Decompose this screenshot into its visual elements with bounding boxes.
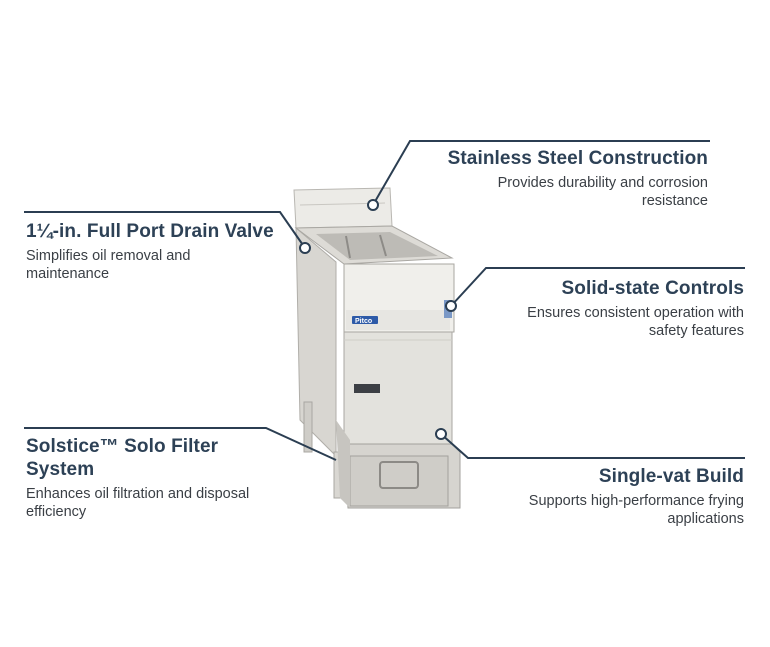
vat-title: Single-vat Build — [598, 466, 744, 487]
filter-title: Solstice™ Solo Filter System — [26, 436, 219, 480]
controls-marker-dot — [445, 300, 457, 312]
callout-stainless-steel: Stainless Steel Construction Provides du… — [420, 147, 708, 210]
drain-marker-dot — [299, 242, 311, 254]
drain-title: 1¼-in. Full Port Drain Valve — [26, 221, 274, 242]
controls-title: Solid-state Controls — [561, 278, 744, 299]
stainless-marker-dot — [367, 199, 379, 211]
filter-connector-line — [24, 427, 337, 461]
drain-description: Simplifies oil removal and maintenance — [26, 248, 191, 282]
controls-connector-line — [450, 267, 745, 307]
vat-marker-dot — [435, 428, 447, 440]
callout-drain-valve: 1¼-in. Full Port Drain Valve Simplifies … — [26, 220, 276, 283]
callout-filter-system: Solstice™ Solo Filter System Enhances oi… — [26, 435, 266, 521]
callout-single-vat: Single-vat Build Supports high-performan… — [484, 465, 744, 528]
vat-connector-line — [440, 433, 745, 459]
drain-connector-line — [24, 211, 306, 249]
stainless-connector-line — [372, 140, 710, 206]
vat-description: Supports high-performance frying applica… — [528, 493, 744, 527]
stainless-description: Provides durability and corrosion resist… — [497, 175, 708, 209]
filter-description: Enhances oil filtration and disposal eff… — [26, 486, 250, 520]
callout-solid-state-controls: Solid-state Controls Ensures consistent … — [480, 277, 744, 340]
controls-description: Ensures consistent operation with safety… — [527, 305, 744, 339]
pitco-logo: Pitco — [355, 318, 372, 325]
stainless-title: Stainless Steel Construction — [447, 148, 708, 169]
